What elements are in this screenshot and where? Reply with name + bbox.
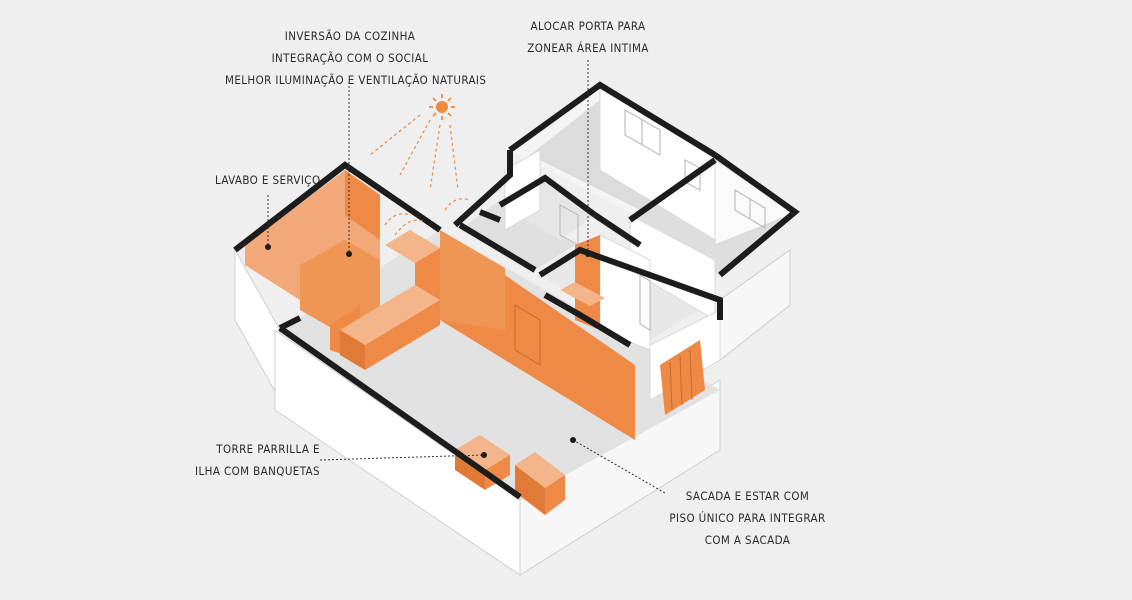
wind-arcs	[384, 198, 471, 236]
lavabo-annotation: LAVABO E SERVIÇO	[215, 169, 320, 191]
orange-accent-wall	[440, 230, 635, 440]
sun-rays	[369, 114, 459, 191]
lavabo-annotation-line-1: LAVABO E SERVIÇO	[215, 173, 321, 187]
sacada-annotation-line-1: SACADA E ESTAR COM	[685, 489, 810, 503]
wall-outlines	[233, 81, 800, 500]
kitchen-volumes	[245, 170, 440, 370]
sacada-annotation-line-2: PISO ÚNICO PARA INTEGRAR	[669, 511, 826, 525]
door-annotation: ALOCAR PORTA PARA ZONEAR ÁREA INTIMA	[520, 15, 656, 59]
service-volumes	[560, 235, 705, 415]
door-annotation-line-2: ZONEAR ÁREA INTIMA	[527, 41, 649, 55]
torre-annotation-line-1: TORRE PARRILLA E	[216, 442, 320, 456]
torre-annotation: TORRE PARRILLA E ILHA COM BANQUETAS	[180, 438, 320, 482]
sun-icon	[429, 94, 455, 120]
torre-annotation-line-2: ILHA COM BANQUETAS	[195, 464, 320, 478]
door-annotation-line-1: ALOCAR PORTA PARA	[530, 19, 646, 33]
sacada-annotation-line-3: COM A SACADA	[704, 533, 791, 547]
kitchen-annotation-line-2: INTEGRAÇÃO COM O SOCIAL	[271, 51, 429, 65]
leader-lines	[267, 60, 666, 494]
sacada-annotation: SACADA E ESTAR COM PISO ÚNICO PARA INTEG…	[655, 485, 840, 551]
kitchen-annotation-line-3: MELHOR ILUMINAÇÃO E VENTILAÇÃO NATURAIS	[225, 73, 487, 87]
kitchen-annotation-line-1: INVERSÃO DA COZINHA	[284, 29, 416, 43]
leader-dots	[265, 244, 591, 458]
windows	[559, 108, 766, 332]
kitchen-annotation: INVERSÃO DA COZINHA INTEGRAÇÃO COM O SOC…	[225, 25, 487, 91]
